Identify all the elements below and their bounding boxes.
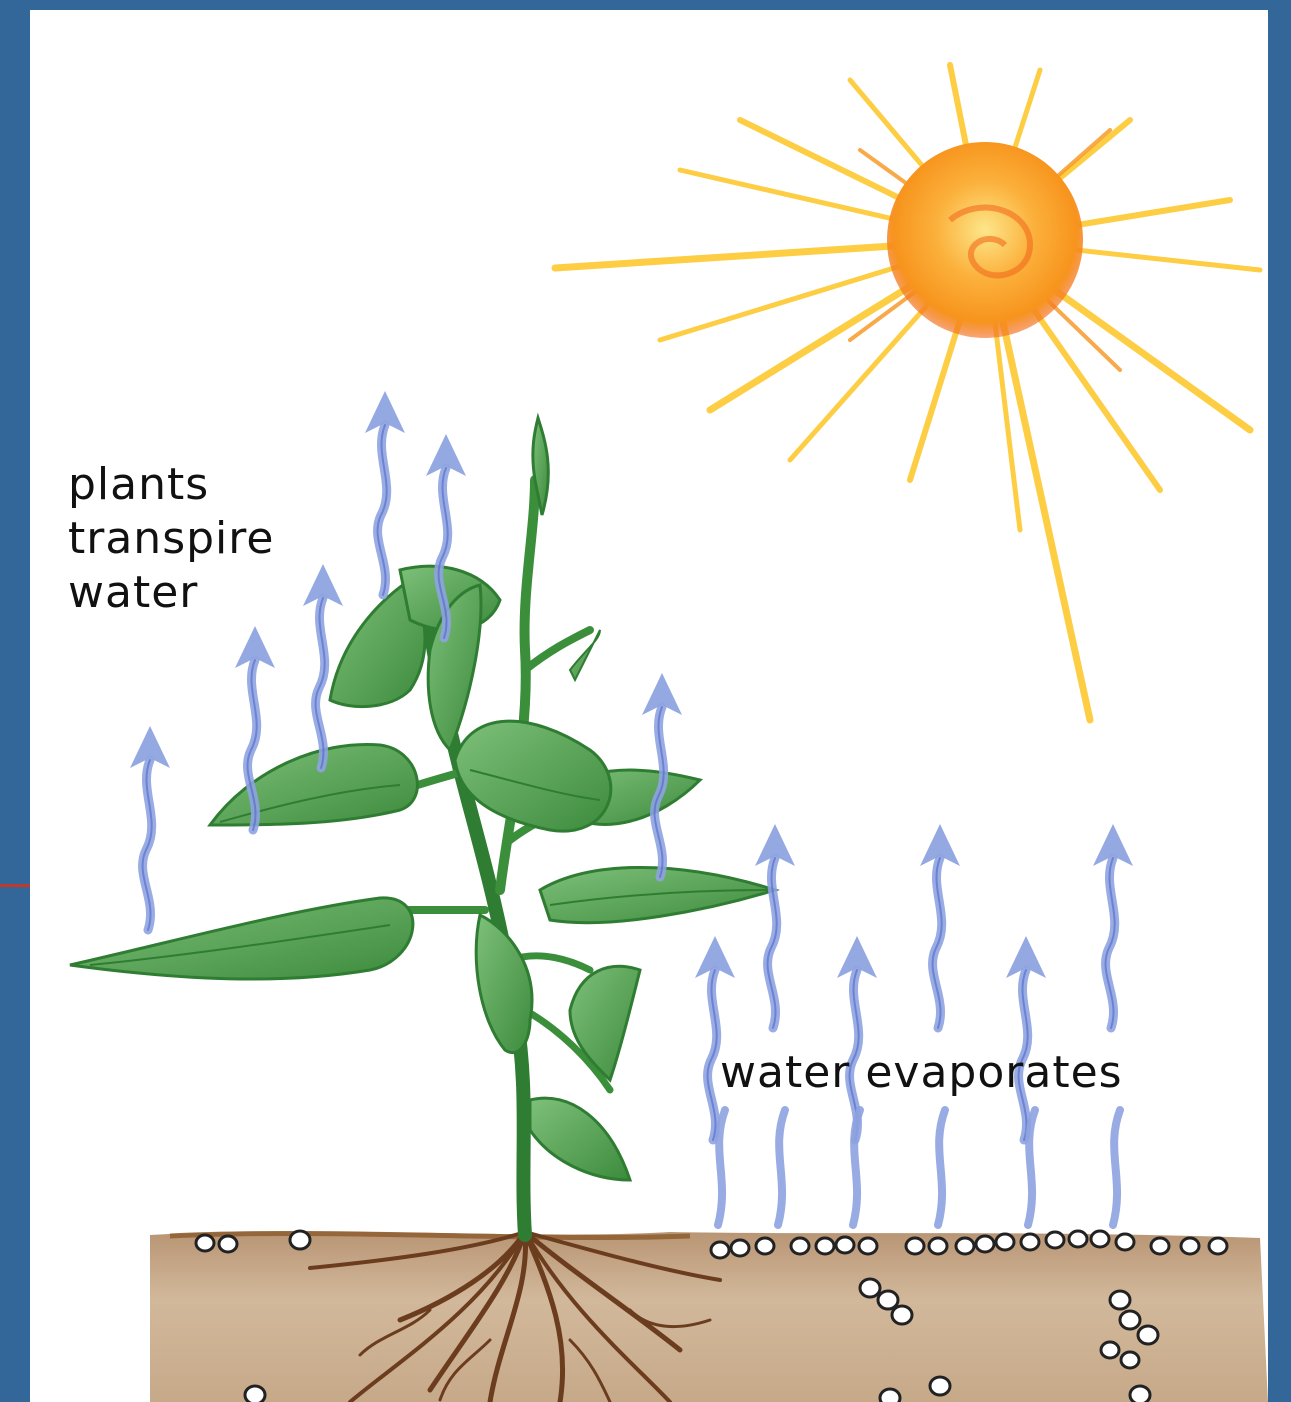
label-plants-transpire: plants transpire water	[68, 458, 274, 620]
label-line: plants	[68, 458, 274, 512]
vapor-squiggles	[718, 1110, 1120, 1225]
label-line: water	[68, 566, 274, 620]
accent-line	[0, 884, 30, 887]
vapor-arrow-icon	[303, 564, 343, 768]
vapor-arrow-icon	[920, 824, 960, 1028]
label-water-evaporates: water evaporates	[720, 1046, 1123, 1100]
vapor-arrow-icon	[695, 936, 735, 1140]
vapor-arrow-icon	[365, 391, 405, 595]
diagram-canvas: plants transpire water water evaporates	[30, 10, 1268, 1402]
vapor-arrow-icon	[755, 824, 795, 1028]
label-line: transpire	[68, 512, 274, 566]
soil	[150, 1231, 1268, 1402]
vapor-arrow-icon	[130, 726, 170, 930]
vapor-arrow-icon	[1093, 824, 1133, 1028]
vapor-arrow-icon	[1006, 936, 1046, 1140]
water-cycle-illustration	[30, 10, 1268, 1402]
sun-icon	[555, 65, 1260, 720]
